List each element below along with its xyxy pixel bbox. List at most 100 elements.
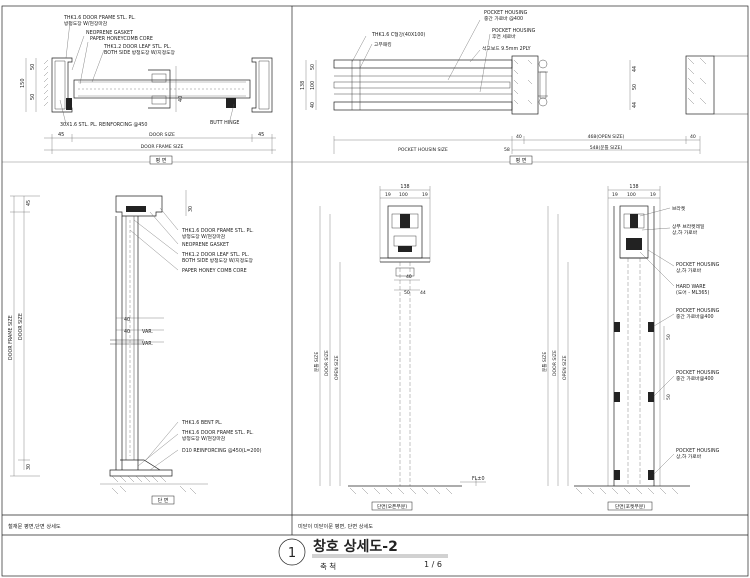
- pr-dim-door-size: 548(문틀 SIZE): [590, 145, 623, 151]
- plan-left-label: 평 면: [156, 157, 167, 164]
- pr-dim-50: 50: [310, 64, 316, 70]
- pr-dim-44b: 44: [632, 102, 638, 108]
- pr-note-rubber: 고무패킹: [374, 41, 392, 48]
- sec-note-frame-ko: 방청도장 W/현장마감: [182, 233, 226, 240]
- sr-note-pocket2-ko: 중간 가로바@400: [676, 313, 714, 320]
- sr-note-bracket: 브라켓: [672, 205, 686, 212]
- sm-dim-44: 44: [420, 290, 426, 296]
- sec-note-gasket: NEOPRENE GASKET: [182, 242, 229, 248]
- sr-note-pocket4: POCKET HOUSING: [676, 448, 720, 454]
- sec-note-frame2: THK1.6 DOOR FRAME STL. PL.: [181, 430, 254, 436]
- sr-dim-50b: 50: [666, 394, 672, 400]
- sm-dim-door-size: 문틀 SIZE: [314, 352, 320, 372]
- pr-dim-100: 100: [310, 81, 316, 90]
- sr-dim-50a: 50: [666, 334, 672, 340]
- sr-dim-19a: 19: [612, 192, 618, 198]
- sec-dim-45: 45: [26, 200, 32, 206]
- pocket-section-open: 138 19 100 19 40 50 44 FL±0 문틀 SIZE DOOR…: [314, 184, 486, 511]
- sec-dim-door-size: DOOR SIZE: [18, 313, 24, 340]
- sm-dim-138: 138: [400, 184, 409, 190]
- dim-door-size: DOOR SIZE: [149, 132, 175, 138]
- sec-dim-frame-size: DOOR FRAME SIZE: [8, 315, 14, 360]
- pocket-door-plan: 138 50 100 40 44 50 44 POCKET HOUSIN SIZ…: [300, 10, 748, 165]
- scale-value: 1 / 6: [424, 560, 442, 569]
- sec-note-leaf-ko: BOTH SIDE 방청도장 W/지정도장: [182, 257, 254, 264]
- steel-door-plan: 150 50 50 40 45 45 DOOR SIZE DOOR FRAME …: [20, 15, 276, 165]
- sec-note-d10: D10 REINFORCING @450(L=200): [182, 448, 262, 454]
- note-reinforcing: 30X1.6 STL. PL. REINFORCING @450: [60, 122, 147, 128]
- sec-note-core: PAPER HONEY COMB CORE: [182, 268, 247, 274]
- sec-dim-40a: 40: [124, 317, 130, 323]
- note-leaf-ko: BOTH SIDE 방청도장 W/지정도장: [104, 49, 176, 56]
- drawing-title: 창호 상세도-2: [313, 538, 398, 555]
- dim-50b: 50: [30, 94, 36, 100]
- sec-dim-30: 30: [188, 206, 194, 212]
- pr-note-pocket2-ko: 후면 세로바: [492, 33, 516, 40]
- steel-door-section: DOOR FRAME SIZE DOOR SIZE 45 30 30 40 40…: [8, 190, 262, 505]
- sr-dim-100: 100: [627, 192, 636, 198]
- left-panel-caption: 철재문 평면,단면 상세도: [8, 522, 61, 530]
- pr-dim-44a: 44: [632, 66, 638, 72]
- dim-50a: 50: [30, 64, 36, 70]
- pr-dim-138: 138: [300, 81, 306, 90]
- drawing-number-circle: [278, 538, 306, 566]
- pr-dim-pocket-size: POCKET HOUSIN SIZE: [398, 147, 448, 153]
- dim-frame-size: DOOR FRAME SIZE: [141, 144, 184, 150]
- sr-note-pocket1: POCKET HOUSING: [676, 262, 720, 268]
- sr-note-rail: 상부 브라켓레일: [672, 223, 704, 230]
- note-hinge: BUTT HINGE: [210, 120, 239, 126]
- sr-dim-fr-size: DOOR SIZE: [552, 350, 558, 376]
- dim-45b: 45: [258, 132, 264, 138]
- dim-40: 40: [178, 96, 184, 102]
- pr-dim-50b: 50: [632, 84, 638, 90]
- pr-note-pocket1-ko: 중간 가로바 @400: [484, 15, 523, 22]
- pr-note-stud: THK1.6 C형강(40X100): [371, 31, 425, 38]
- section-mid-label: 단면(오픈부분): [377, 503, 407, 510]
- pr-note-pocket2: POCKET HOUSING: [492, 28, 536, 34]
- sr-dim-open-size: OPEN SIZE: [562, 355, 568, 380]
- pr-note-pocket1: POCKET HOUSING: [484, 10, 528, 16]
- sec-note-leaf: THK1.2 DOOR LEAF STL. PL.: [181, 252, 249, 258]
- sm-dim-19b: 19: [422, 192, 428, 198]
- sm-dim-50: 50: [404, 290, 410, 296]
- note-frame-ko: 방청도장 W/현장마감: [64, 20, 108, 27]
- sec-var-b: VAR.: [142, 341, 153, 347]
- sm-dim-fr-size: DOOR SIZE: [324, 350, 330, 376]
- sec-note-frame: THK1.6 DOOR FRAME STL. PL.: [181, 228, 254, 234]
- sr-dim-138: 138: [629, 184, 638, 190]
- plan-right-label: 평 면: [516, 157, 527, 164]
- sec-dim-40b: 40: [124, 329, 130, 335]
- sr-note-hardware: HARD WARE: [676, 284, 706, 290]
- sr-dim-door-size: 문틀 SIZE: [542, 352, 548, 372]
- title-block: 1 창호 상세도-2 축 척 1 / 6: [278, 538, 448, 571]
- pr-dim-40b: 40: [516, 134, 522, 140]
- right-panel-caption: 미닫이 미닫이문 평면, 단면 상세도: [298, 522, 373, 530]
- pr-dim-58: 58: [504, 147, 510, 153]
- sec-dim-30b: 30: [26, 464, 32, 470]
- note-frame: THK1.6 DOOR FRAME STL. PL.: [63, 15, 136, 21]
- sec-note-frame2-ko: 방청도장 W/현장마감: [182, 435, 226, 442]
- dim-45a: 45: [58, 132, 64, 138]
- sr-note-pocket4-ko: 상,하 가로바: [676, 453, 702, 460]
- pr-dim-open-size: 468(OPEN SIZE): [588, 134, 625, 140]
- section-left-label: 단 면: [158, 497, 169, 504]
- sheet-frame: [1, 5, 749, 577]
- sr-note-pocket3: POCKET HOUSING: [676, 370, 720, 376]
- sm-dim-19a: 19: [385, 192, 391, 198]
- pr-note-gypsum: 석고보드 9.5mm 2PLY: [482, 45, 531, 52]
- pocket-section-pocket: 138 19 100 19 50 50 문틀 SIZE DOOR SIZE OP…: [542, 184, 720, 511]
- sr-dim-19b: 19: [650, 192, 656, 198]
- scale-label: 축 척: [320, 562, 336, 571]
- note-leaf: THK1.2 DOOR LEAF STL. PL.: [103, 44, 171, 50]
- drawing-number: 1: [288, 546, 296, 561]
- sr-note-hardware-ko: (도어 - ML365): [676, 289, 709, 296]
- sr-note-pocket2: POCKET HOUSING: [676, 308, 720, 314]
- sr-note-pocket3-ko: 중간 가로바@400: [676, 375, 714, 382]
- sm-dim-open-size: OPEN SIZE: [334, 355, 340, 380]
- sec-note-bent: THK1.6 BENT PL.: [181, 420, 222, 426]
- sr-note-rail-ko: 상,하 가로바: [672, 229, 698, 236]
- pr-dim-40: 40: [310, 102, 316, 108]
- dim-150: 150: [20, 78, 26, 88]
- section-right-label: 단면(포켓부분): [615, 503, 645, 510]
